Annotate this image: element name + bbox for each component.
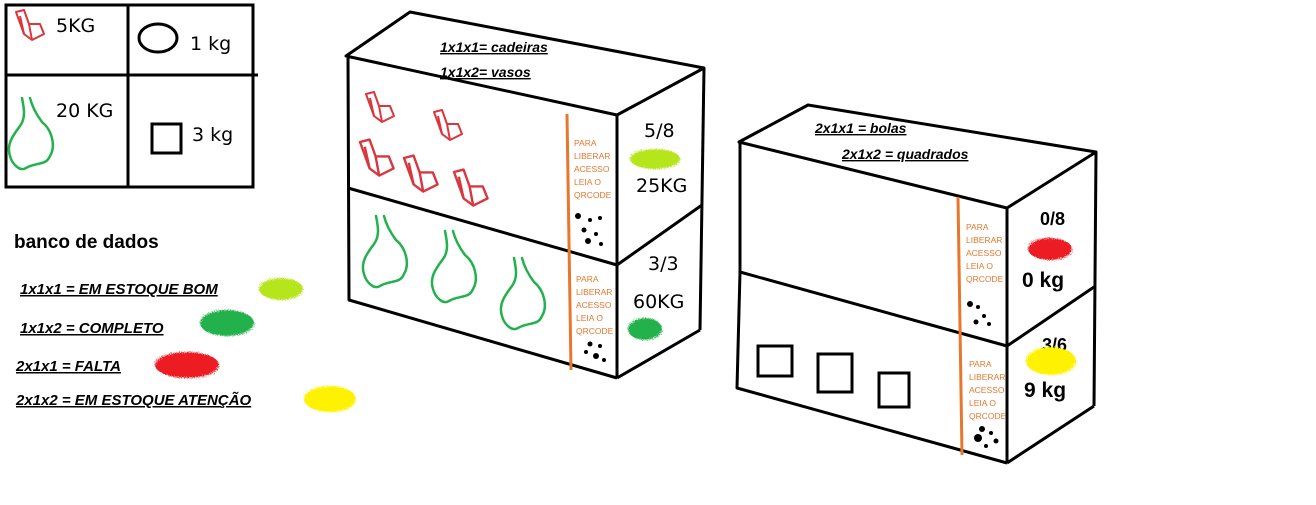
shelf-2-squares bbox=[756, 344, 911, 409]
qr-text-line: LIBERAR bbox=[969, 372, 1005, 382]
shelf-2-qr-lower: PARA LIBERAR ACESSO LEIA O QRCODE bbox=[969, 359, 1007, 448]
shelf-1-lower-weight: 60KG bbox=[633, 291, 684, 313]
legend-swatch-em-estoque-bom bbox=[259, 278, 303, 300]
shelf-2-upper-count: 0/8 bbox=[1040, 209, 1065, 229]
circle-icon bbox=[137, 22, 179, 54]
legend: banco de dados 1x1x1 = EM ESTOQUE BOM 1x… bbox=[14, 232, 356, 412]
qr-text-line: LIBERAR bbox=[576, 287, 612, 297]
shelf-2-side-back bbox=[1092, 151, 1098, 407]
square-icon bbox=[150, 122, 183, 155]
shelf-1-label-1: 1x1x1= cadeiras bbox=[440, 39, 548, 55]
qr-text-line: PARA bbox=[576, 274, 599, 284]
shelf-2-lower-weight: 9 kg bbox=[1024, 379, 1066, 402]
shelf-1-chairs bbox=[358, 91, 489, 207]
qr-code-icon bbox=[974, 426, 999, 448]
shelf-2-upper-status bbox=[1028, 238, 1072, 260]
shelf-1-lower-count: 3/3 bbox=[648, 253, 679, 275]
shelf-1-qr-upper: PARA LIBERAR ACESSO LEIA O QRCODE bbox=[574, 138, 612, 246]
qr-text-line: LIBERAR bbox=[574, 151, 610, 161]
shelf-2-label-2: 2x1x2 = quadrados bbox=[841, 146, 969, 162]
legend-title: banco de dados bbox=[14, 232, 159, 253]
qr-code-icon bbox=[575, 213, 603, 246]
shelf-1-upper-weight: 25KG bbox=[636, 175, 687, 197]
chair-weight: 5KG bbox=[56, 15, 95, 37]
shelf-1-upper-count: 5/8 bbox=[644, 120, 675, 142]
qr-text-line: ACESSO bbox=[574, 164, 610, 174]
square-icon bbox=[877, 371, 911, 409]
qr-text-line: ACESSO bbox=[969, 385, 1005, 395]
shelf-1 bbox=[344, 10, 706, 380]
legend-swatch-em-estoque-atencao bbox=[304, 386, 356, 412]
chair-icon bbox=[358, 138, 395, 177]
shelf-1-front-edge bbox=[346, 57, 618, 380]
qr-text-line: QRCODE bbox=[969, 411, 1007, 421]
legend-item-completo: 1x1x2 = COMPLETO bbox=[20, 320, 164, 337]
circle-weight: 1 kg bbox=[190, 33, 231, 55]
shelf-1-label-2: 1x1x2= vasos bbox=[440, 64, 531, 80]
shelf-1-qr-lower: PARA LIBERAR ACESSO LEIA O QRCODE bbox=[576, 274, 614, 362]
vase-icon bbox=[430, 229, 478, 304]
legend-swatch-completo bbox=[200, 310, 254, 336]
square-icon bbox=[816, 352, 854, 394]
qr-text-line: LEIA O bbox=[574, 177, 601, 187]
shelf-2-qr-upper: PARA LIBERAR ACESSO LEIA O QRCODE bbox=[966, 222, 1004, 326]
qr-text-line: QRCODE bbox=[966, 274, 1004, 284]
qr-text-line: LEIA O bbox=[576, 313, 603, 323]
shelf-2-upper-weight: 0 kg bbox=[1022, 269, 1064, 292]
chair-icon bbox=[402, 154, 439, 193]
shelf-2-lower-status bbox=[1026, 347, 1076, 375]
weight-key-grid: 5KG 1 kg 20 KG 3 kg bbox=[4, 3, 258, 189]
chair-icon bbox=[15, 9, 45, 41]
shelf-2 bbox=[735, 103, 1098, 465]
shelf-1-lower-status bbox=[628, 318, 662, 340]
qr-text-line: LEIA O bbox=[966, 261, 993, 271]
chair-icon bbox=[452, 168, 489, 207]
chair-icon bbox=[365, 91, 395, 123]
shelf-2-door-line bbox=[956, 196, 964, 456]
vase-icon bbox=[361, 214, 409, 289]
qr-text-line: LIBERAR bbox=[966, 235, 1002, 245]
qr-code-icon bbox=[967, 301, 991, 326]
vase-weight: 20 KG bbox=[56, 100, 113, 122]
shelf-1-side-divider bbox=[616, 203, 703, 267]
legend-item-falta: 2x1x1 = FALTA bbox=[15, 358, 121, 375]
qr-text-line: PARA bbox=[966, 222, 989, 232]
qr-text-line: ACESSO bbox=[576, 300, 612, 310]
shelf-1-door-line bbox=[565, 113, 573, 371]
legend-swatch-falta bbox=[155, 352, 219, 378]
legend-item-em-estoque-atencao: 2x1x2 = EM ESTOQUE ATENÇÃO bbox=[15, 391, 252, 409]
shelf-2-side-bottom bbox=[1006, 404, 1095, 465]
square-icon bbox=[756, 344, 794, 378]
qr-text-line: QRCODE bbox=[576, 326, 614, 336]
square-weight: 3 kg bbox=[192, 124, 233, 146]
qr-text-line: QRCODE bbox=[574, 190, 612, 200]
shelf-1-side-back bbox=[698, 67, 706, 331]
shelf-2-side-divider bbox=[1006, 285, 1095, 348]
legend-item-em-estoque-bom: 1x1x1 = EM ESTOQUE BOM bbox=[20, 281, 218, 298]
qr-code-icon bbox=[584, 341, 606, 362]
vase-icon bbox=[499, 256, 547, 331]
shelf-2-lower-front bbox=[735, 271, 1008, 465]
qr-text-line: PARA bbox=[969, 359, 992, 369]
shelf-2-label-1: 2x1x1 = bolas bbox=[814, 120, 907, 136]
shelf-1-upper-status bbox=[630, 149, 680, 169]
qr-text-line: PARA bbox=[574, 138, 597, 148]
shelf-1-front-divider bbox=[347, 186, 618, 267]
qr-text-line: ACESSO bbox=[966, 248, 1002, 258]
chair-icon bbox=[433, 109, 463, 141]
shelf-1-side-bottom bbox=[616, 328, 701, 380]
qr-text-line: LEIA O bbox=[969, 398, 996, 408]
vase-icon bbox=[7, 96, 55, 171]
